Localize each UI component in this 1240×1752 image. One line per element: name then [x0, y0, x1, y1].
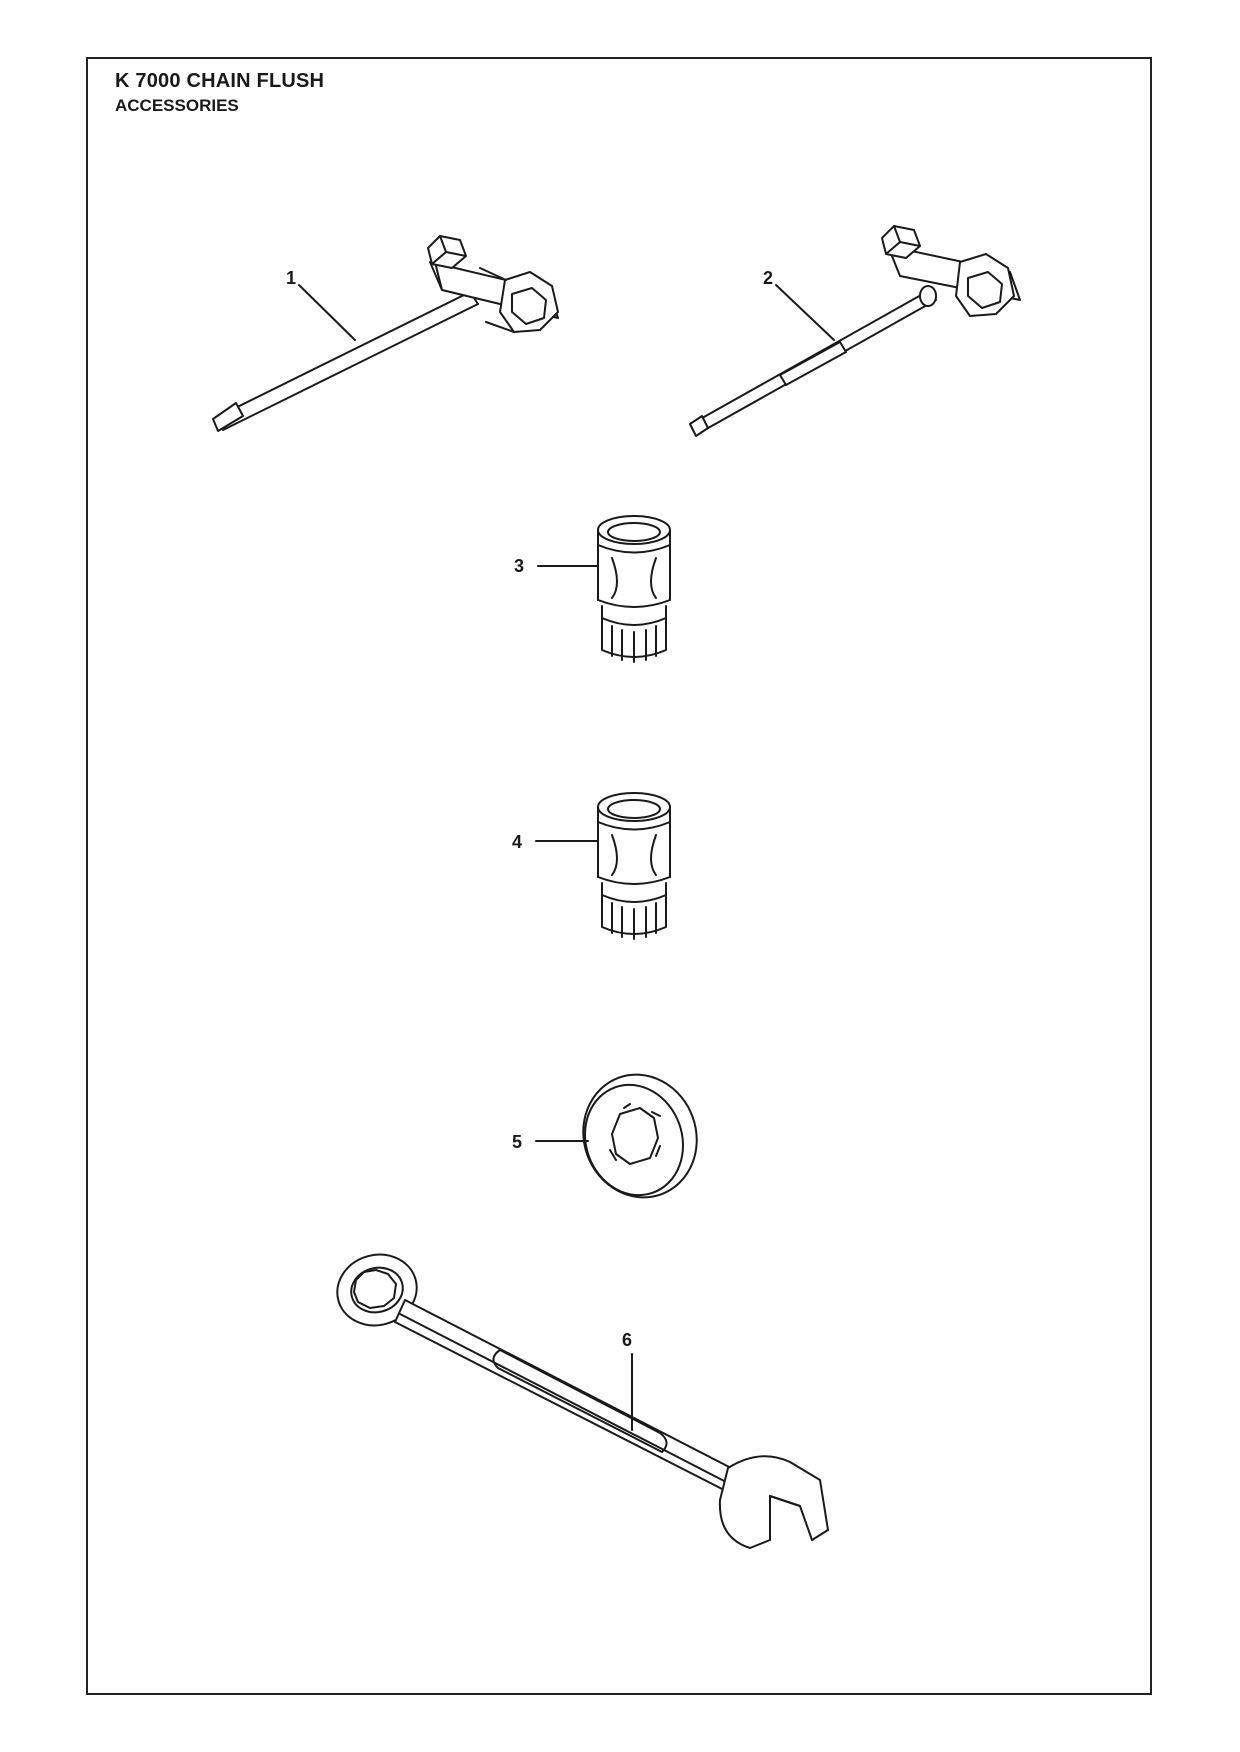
drawing-frame — [86, 57, 1152, 1695]
page-subtitle: ACCESSORIES — [115, 96, 239, 115]
combination-spanner-screwdriver-icon — [212, 235, 559, 432]
hose-coupling-icon — [597, 515, 671, 663]
thrust-washer-icon — [582, 1073, 698, 1199]
callout-leader-1 — [298, 284, 356, 341]
callout-label-2: 2 — [763, 268, 773, 288]
combination-spanner-torx-icon — [689, 225, 1021, 437]
callout-label-4: 4 — [512, 832, 522, 852]
callout-label-6: 6 — [622, 1330, 632, 1350]
callout-label-5: 5 — [512, 1132, 522, 1152]
callout-label-1: 1 — [286, 268, 296, 288]
callout-label-3: 3 — [514, 556, 524, 576]
page-title: K 7000 CHAIN FLUSH — [115, 70, 325, 92]
callout-leader-2 — [775, 284, 835, 341]
hose-coupling-icon — [597, 792, 671, 940]
combination-wrench-icon — [336, 1253, 829, 1549]
